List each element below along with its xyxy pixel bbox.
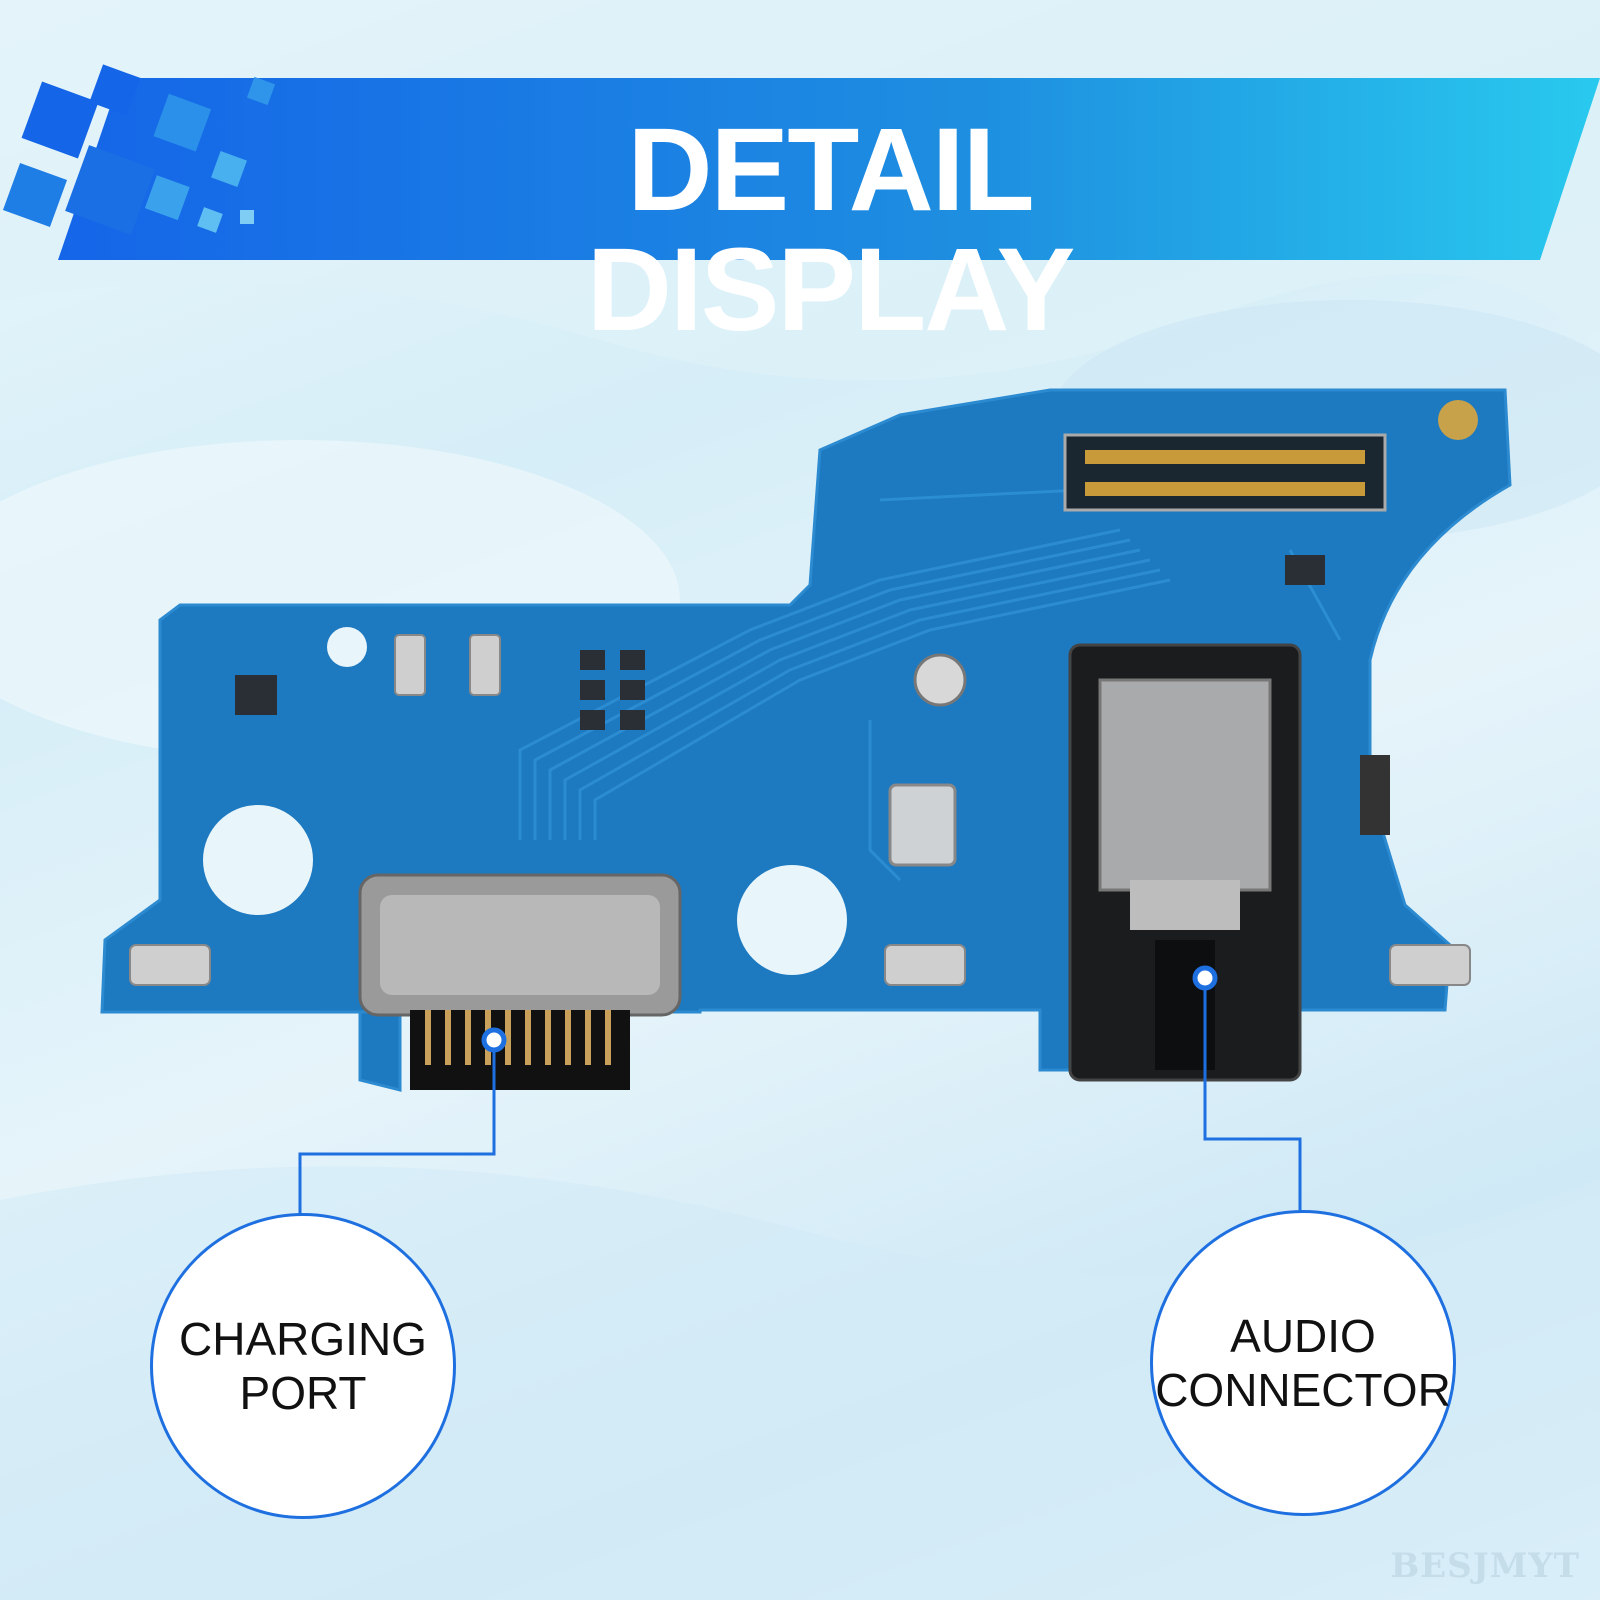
pixel-squares-decoration	[2, 64, 276, 235]
usb-c-port	[358, 873, 682, 1090]
charging-port-board-image	[100, 388, 1512, 1092]
pcb-traces	[518, 488, 1342, 882]
audio-connector-label: AUDIO CONNECTOR	[1155, 1310, 1451, 1416]
board-connector	[1063, 433, 1387, 512]
audio-connector-callout: AUDIO CONNECTOR	[1150, 1210, 1456, 1516]
contact-springs	[129, 634, 1471, 986]
charging-port-label: CHARGING PORT	[179, 1313, 427, 1419]
mounting-holes	[203, 627, 847, 975]
microphone	[888, 783, 957, 867]
brand-watermark: BESJMYT	[1390, 1546, 1580, 1586]
title-banner	[2, 64, 1600, 260]
banner-title: DETAIL DISPLAY	[586, 104, 1076, 356]
antenna-connector	[913, 653, 967, 707]
audio-jack	[1068, 643, 1302, 1082]
smd-components	[235, 555, 1390, 835]
charging-port-callout: CHARGING PORT	[150, 1213, 456, 1519]
